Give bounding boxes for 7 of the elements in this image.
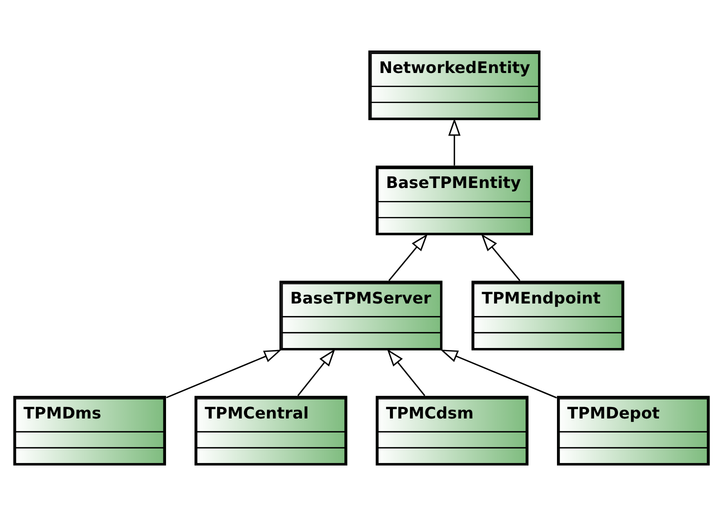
arrow: [440, 350, 557, 398]
arrow: [388, 234, 428, 281]
arrow: [297, 348, 336, 396]
arrow: [481, 234, 520, 281]
arrow: [448, 118, 461, 166]
arrow: [386, 348, 426, 396]
arrow: [166, 350, 282, 398]
